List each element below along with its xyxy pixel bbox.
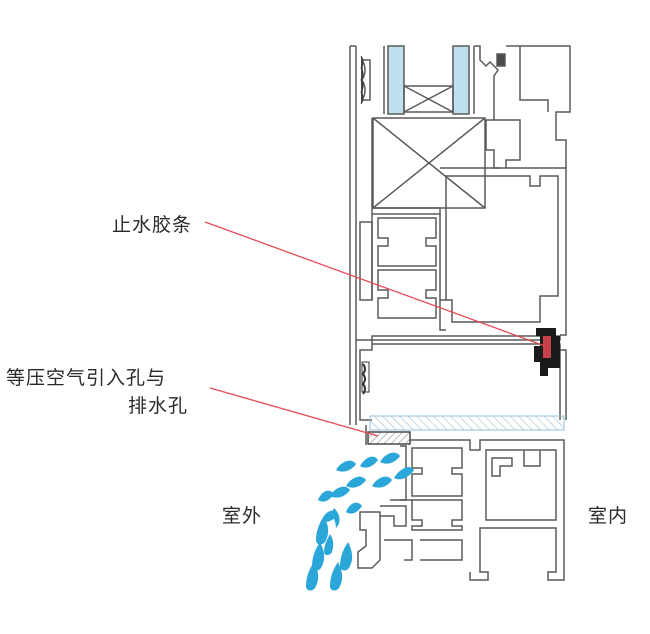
label-drain-hole-line2: 排水孔 (128, 395, 189, 417)
sealing-strip-gasket (534, 328, 560, 376)
water-drop (316, 516, 329, 545)
bottom-frame (357, 439, 565, 581)
leader-line-seal (204, 221, 546, 347)
drain-chamber (365, 415, 565, 445)
leader-line-drain (209, 387, 379, 437)
water-drop (306, 562, 319, 591)
water-drop (340, 542, 353, 571)
water-drop (372, 476, 392, 488)
label-outdoor: 室外 (222, 505, 263, 527)
glass-pane-inner (452, 45, 470, 115)
water-drop (380, 452, 400, 464)
label-drain-hole-line1: 等压空气引入孔与 (6, 367, 167, 389)
sash-top-right (474, 45, 571, 169)
top-left-gasket (360, 55, 364, 105)
water-drop (312, 542, 325, 571)
label-indoor: 室内 (588, 505, 629, 527)
water-drop (318, 490, 334, 502)
glass-unit (372, 45, 486, 209)
spacer (403, 85, 454, 113)
water-drop (346, 476, 366, 488)
water-drop (330, 486, 350, 498)
water-drop (332, 508, 340, 528)
middle-frame (359, 167, 567, 420)
water-drop (394, 467, 414, 480)
water-drops (306, 452, 414, 591)
glass-pane-outer (387, 45, 405, 115)
mid-left-gasket (361, 361, 370, 395)
water-drop (346, 502, 362, 514)
water-drop (324, 534, 334, 555)
water-drop (336, 460, 356, 472)
water-drop (360, 456, 378, 468)
leader-lines (204, 221, 546, 437)
water-drop (330, 562, 343, 591)
label-sealing-strip: 止水胶条 (112, 214, 193, 236)
